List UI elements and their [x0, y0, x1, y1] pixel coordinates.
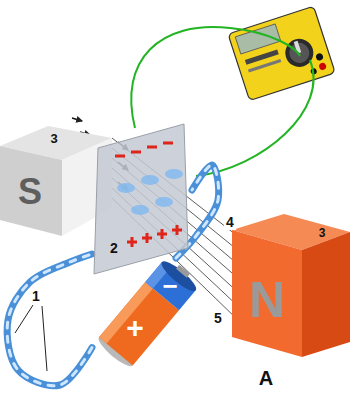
south-magnet: 3S	[0, 108, 112, 238]
multimeter	[228, 6, 335, 100]
magnet-face	[232, 230, 302, 357]
node-mark: −	[162, 273, 177, 299]
plate-face	[94, 124, 188, 274]
magnet-face	[0, 146, 62, 236]
north-magnet: 3N	[232, 212, 350, 357]
positive-charge	[157, 229, 167, 239]
charge-carrier	[141, 175, 159, 185]
meter-lead	[131, 27, 300, 128]
callout-label: A	[257, 367, 275, 389]
node-label: 3	[50, 132, 57, 145]
meter-lead	[196, 60, 314, 176]
charge-carrier	[117, 183, 135, 193]
charge-carrier	[155, 197, 173, 207]
callout-label: 1	[30, 288, 42, 304]
charge-carrier	[165, 169, 183, 179]
negative-charge	[115, 155, 125, 158]
magnet-side	[302, 232, 350, 357]
charge-carrier	[131, 205, 149, 215]
hall-plate: 2	[92, 118, 192, 278]
negative-charge	[163, 142, 173, 145]
leader-line	[42, 306, 47, 371]
node-outline	[0, 108, 112, 238]
node-label: +	[126, 313, 144, 343]
leader-line	[15, 305, 33, 333]
battery-cell	[95, 255, 201, 370]
node-mark: S	[18, 174, 42, 210]
field-arrow	[72, 118, 82, 121]
node-outline	[92, 118, 192, 278]
negative-charge	[131, 151, 141, 154]
positive-charge	[172, 225, 182, 235]
node-label: 2	[110, 241, 118, 255]
wire	[7, 254, 92, 386]
callout-label: 5	[212, 310, 224, 326]
positive-charge	[127, 237, 137, 247]
negative-charge	[147, 146, 157, 149]
wire-highlight	[7, 254, 92, 386]
positive-charge	[142, 233, 152, 243]
node-label: 3	[319, 227, 326, 239]
callout-label: 4	[224, 214, 236, 230]
battery: +−	[92, 258, 204, 370]
node-mark: N	[249, 275, 285, 325]
leader-lines	[15, 305, 47, 371]
node-outline	[92, 258, 204, 370]
